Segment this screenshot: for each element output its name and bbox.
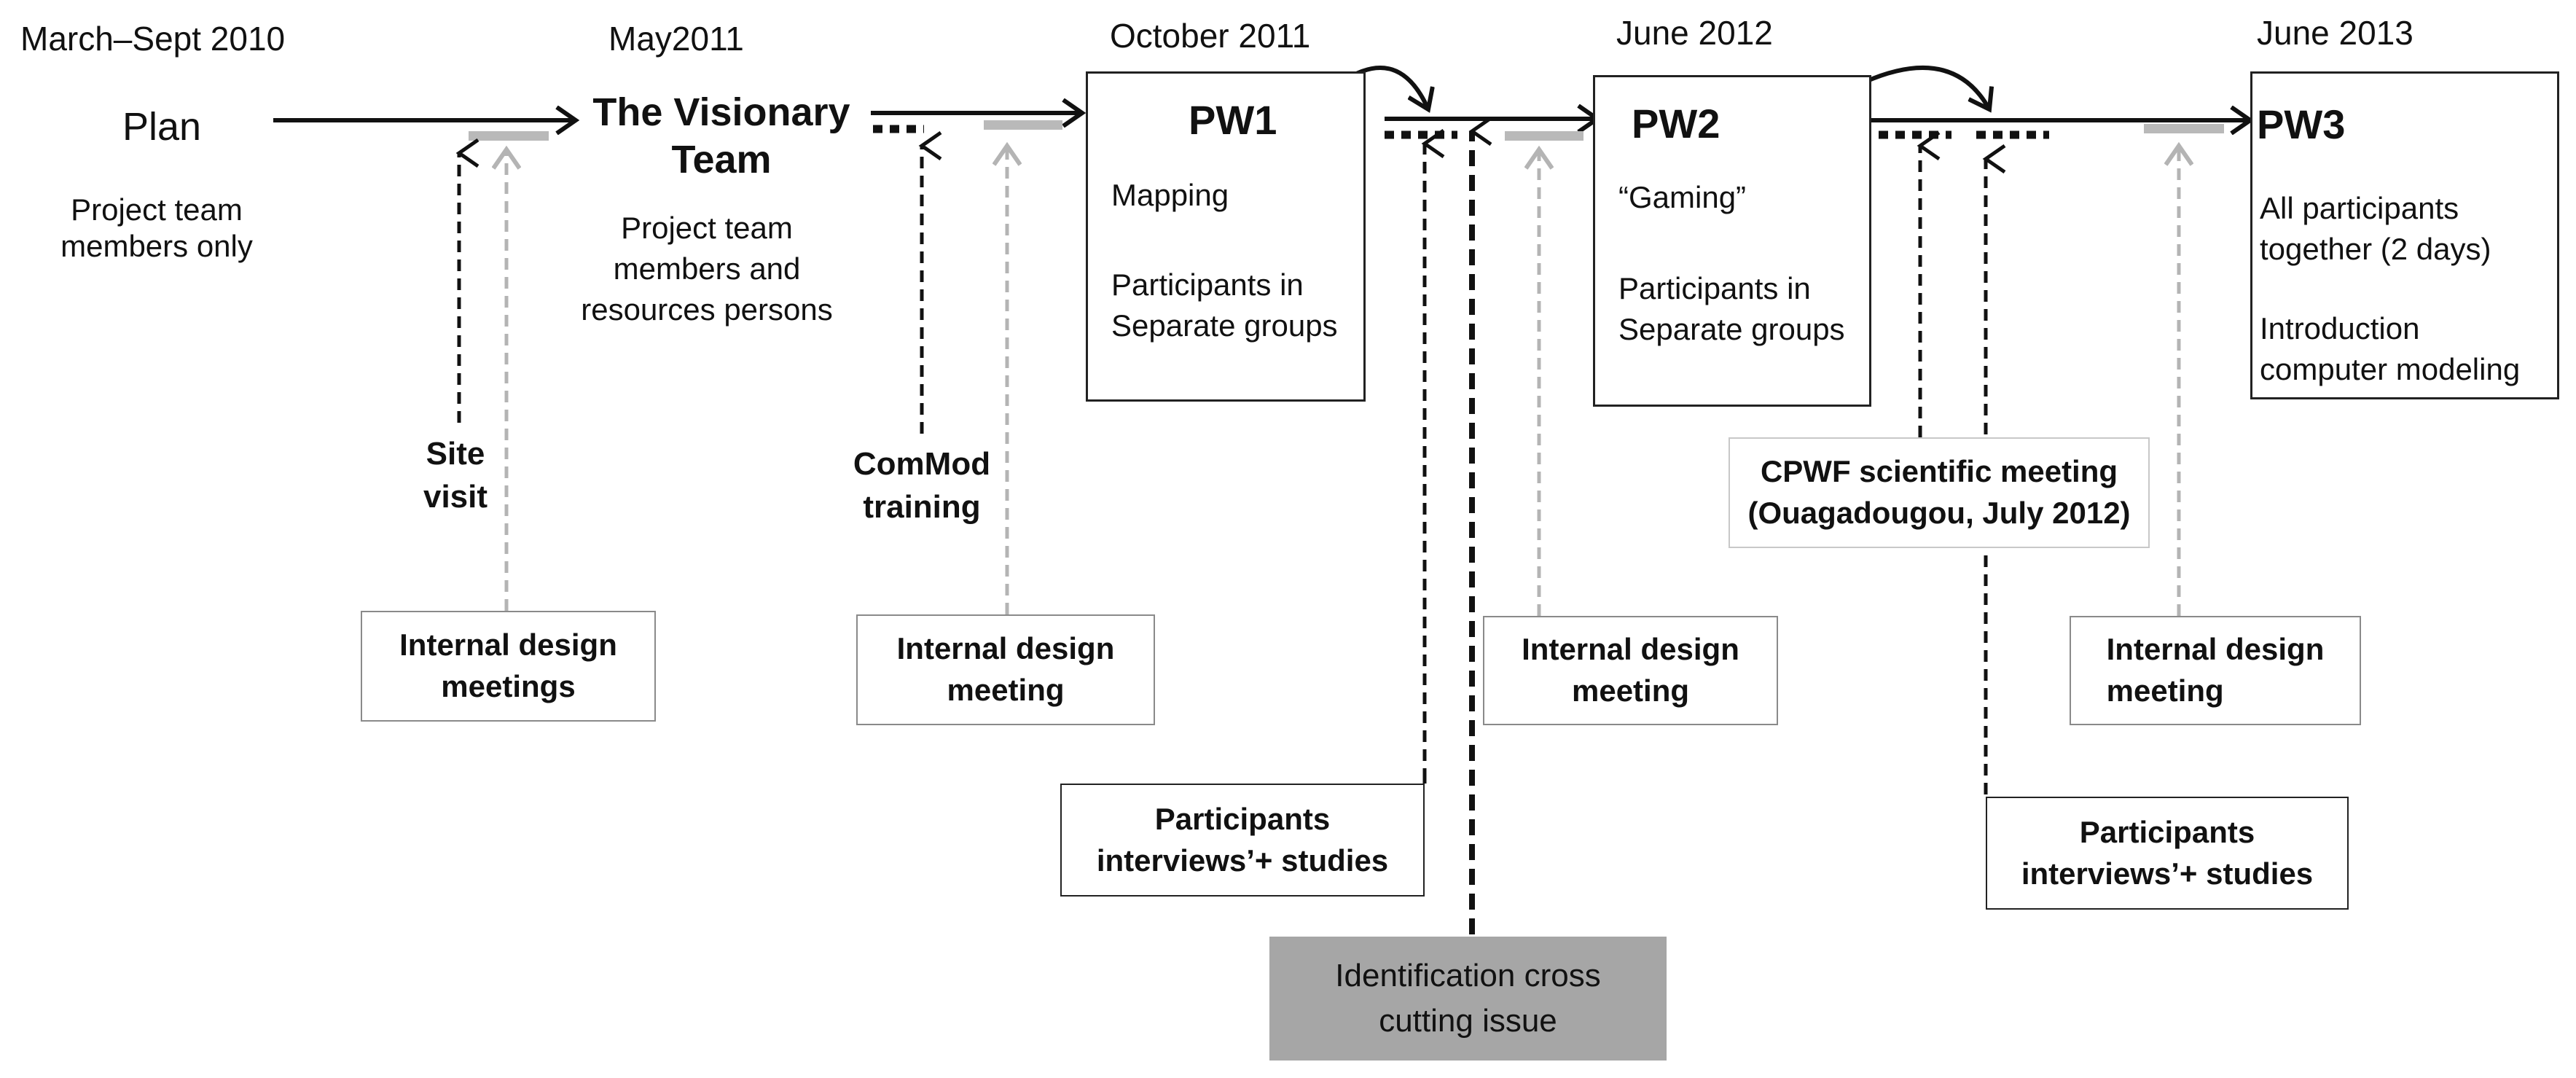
date-label: June 2012	[1616, 14, 1773, 52]
pw2-box: PW2 “Gaming” Participants in Separate gr…	[1593, 75, 1871, 407]
pw1-title: PW1	[1189, 97, 1277, 143]
grey-bar	[1505, 131, 1583, 141]
cpwf-scientific-meeting-box: CPWF scientific meeting (Ouagadougou, Ju…	[1729, 437, 2150, 548]
date-label: June 2013	[2257, 14, 2413, 52]
identification-cross-cutting-issue-box: Identification cross cutting issue	[1269, 937, 1667, 1061]
internal-design-meeting-box: Internal design meeting	[1483, 616, 1778, 725]
participants-interviews-box: Participants interviews’+ studies	[1986, 797, 2349, 910]
internal-design-meeting-box: Internal design meeting	[2070, 616, 2361, 725]
pw2-activity: “Gaming”	[1618, 180, 1747, 214]
curved-arrow	[1864, 66, 1989, 109]
visionary-team-title: The Visionary Team	[592, 90, 850, 181]
site-visit-label: Site visit	[423, 436, 488, 515]
pw3-activity: Introduction computer modeling	[2260, 311, 2521, 386]
participants-interviews-box: Participants interviews’+ studies	[1060, 784, 1425, 897]
date-label: May2011	[608, 20, 744, 58]
pw3-participants: All participants together (2 days)	[2260, 191, 2491, 266]
pw1-box: PW1 Mapping Participants in Separate gro…	[1086, 71, 1366, 402]
commod-training-label: ComMod training	[853, 446, 991, 526]
visionary-team-description: Project team members and resources perso…	[581, 211, 833, 327]
grey-bar	[2144, 124, 2224, 133]
date-label: October 2011	[1110, 17, 1311, 55]
pw3-box: PW3 All participants together (2 days) I…	[2250, 71, 2559, 399]
plan-description: Project team members only	[60, 192, 253, 264]
pw2-participants: Participants in Separate groups	[1618, 271, 1845, 346]
date-label: March–Sept 2010	[20, 20, 286, 58]
pw1-participants: Participants in Separate groups	[1111, 267, 1338, 343]
internal-design-meetings-box: Internal design meetings	[361, 611, 656, 722]
internal-design-meeting-box: Internal design meeting	[856, 614, 1155, 725]
grey-bar	[984, 120, 1062, 130]
pw3-title: PW3	[2257, 101, 2346, 147]
pw1-activity: Mapping	[1111, 178, 1229, 212]
grey-bar	[469, 131, 549, 141]
plan-title: Plan	[122, 105, 202, 149]
pw2-title: PW2	[1632, 101, 1720, 147]
